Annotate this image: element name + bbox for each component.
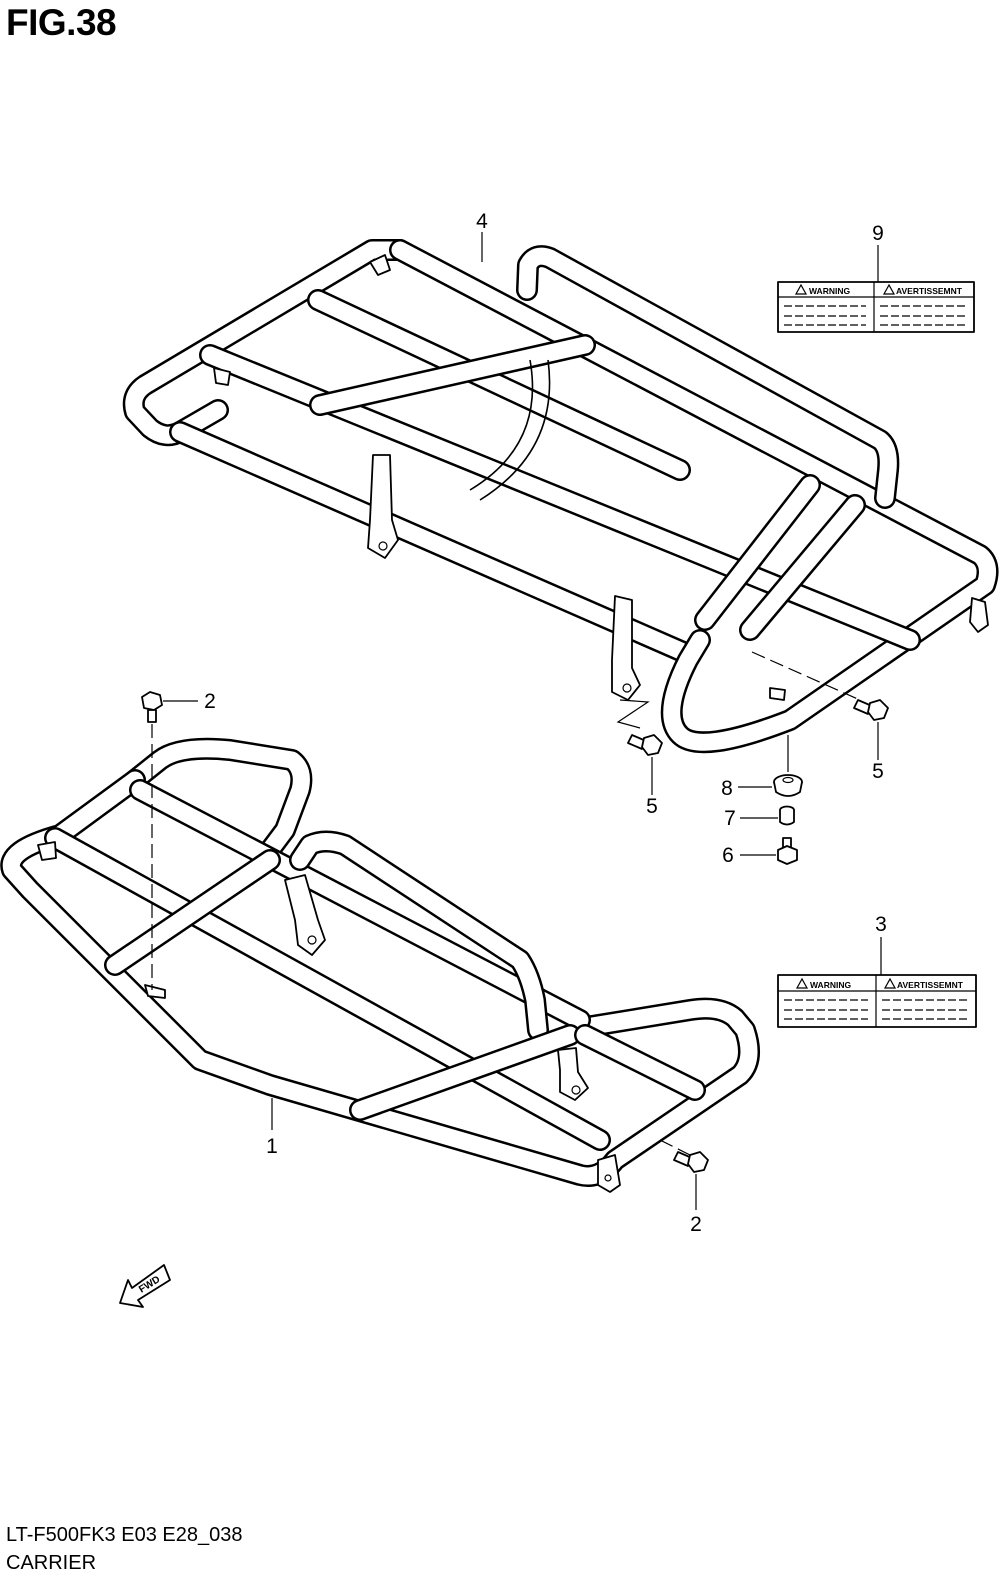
bolt-2-lower[interactable] [673, 1151, 709, 1210]
callout-4: 4 [476, 210, 488, 233]
bolt-6[interactable] [740, 837, 798, 865]
label-3-warning-text: WARNING [810, 980, 851, 990]
callout-2-lower: 2 [690, 1213, 702, 1236]
bolt-2-upper[interactable] [141, 691, 198, 990]
callout-7: 7 [724, 807, 736, 830]
callout-9: 9 [872, 222, 884, 245]
front-carrier[interactable] [0, 737, 760, 1193]
figure-code: LT-F500FK3 E03 E28_038 [6, 1524, 243, 1546]
callout-1: 1 [266, 1135, 278, 1158]
label-9-warning-text: WARNING [809, 286, 850, 296]
fwd-arrow-icon: FWD [119, 1264, 171, 1308]
cushion-8[interactable] [738, 735, 803, 797]
callout-5-left: 5 [646, 795, 658, 818]
bolt-5-left[interactable] [627, 734, 663, 795]
figure-title: FIG.38 [6, 2, 117, 43]
callout-3: 3 [875, 913, 887, 936]
rear-carrier[interactable] [122, 239, 999, 754]
collar-7[interactable] [740, 805, 795, 826]
warning-label-9[interactable]: WARNING AVERTISSEMNT [777, 245, 975, 333]
figure-name: CARRIER [6, 1552, 97, 1574]
callout-2-upper: 2 [204, 690, 216, 713]
bolt-5-right[interactable] [853, 699, 889, 760]
callout-8: 8 [721, 777, 733, 800]
label-3-avertissement-text: AVERTISSEMNT [897, 980, 964, 990]
callout-5-right: 5 [872, 760, 884, 783]
warning-label-3[interactable]: WARNING AVERTISSEMNT [777, 937, 977, 1028]
label-9-avertissement-text: AVERTISSEMNT [896, 286, 963, 296]
callout-6: 6 [722, 844, 734, 867]
